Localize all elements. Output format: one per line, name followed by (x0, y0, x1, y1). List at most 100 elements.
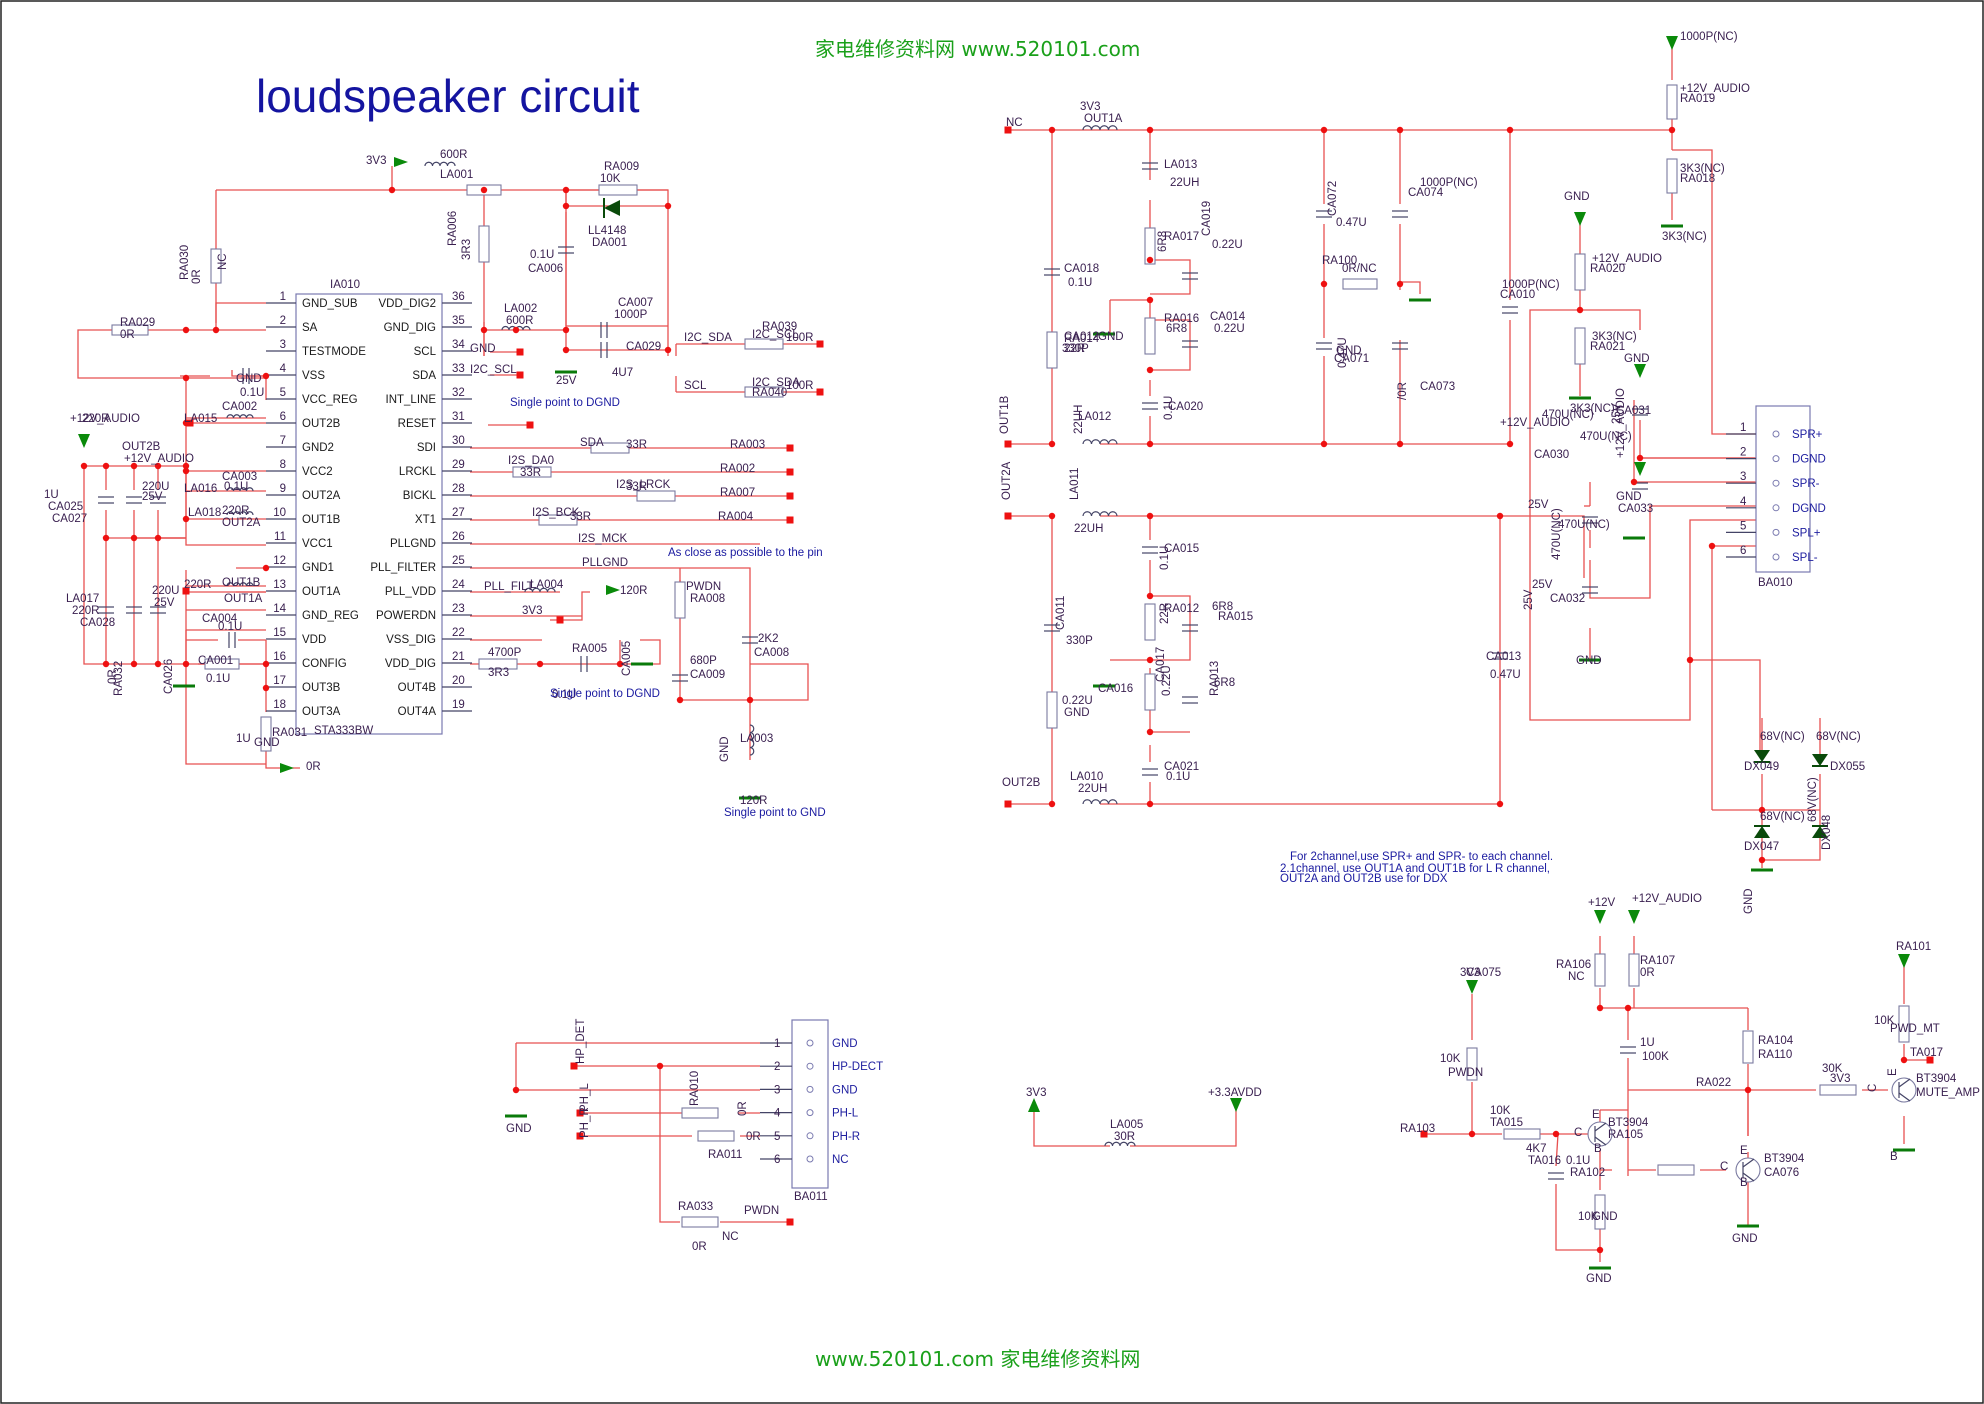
ic-pin-name: SA (302, 322, 318, 334)
port-terminal (1926, 1056, 1934, 1064)
resistor (1046, 331, 1058, 369)
component-label: 0.47U (1490, 669, 1521, 681)
resistor (512, 466, 552, 478)
wire (659, 1066, 680, 1223)
connector-contact (806, 1085, 814, 1093)
component-label: RA015 (1218, 611, 1253, 623)
component-label: 0.47U (1337, 337, 1349, 368)
component-label: 220R (72, 605, 100, 617)
junction-node (1146, 440, 1154, 448)
wire (1690, 659, 1761, 756)
junction-node (1320, 440, 1328, 448)
resistor (1657, 1164, 1695, 1176)
ic-pin-name: GND_REG (302, 610, 359, 622)
component-label: 1U (236, 733, 251, 745)
ic-pin-name: PLL_FILTER (370, 562, 436, 574)
annotation-note: Single point to GND (724, 807, 826, 819)
component-label: RA019 (1680, 93, 1715, 105)
component-label: 4700P (488, 647, 522, 659)
inductor (524, 587, 556, 593)
ic-part: STA333BW (314, 725, 373, 737)
component-label: 6R8 (1166, 323, 1187, 335)
component-label: +12V_AUDIO (1500, 417, 1570, 429)
junction-node (562, 346, 570, 354)
port-terminal (526, 421, 534, 429)
component-label: RA009 (604, 161, 639, 173)
component-label: CA003 (222, 471, 257, 483)
ic-pin-number: 26 (452, 531, 465, 543)
component-label: 3K3(NC) (1592, 331, 1637, 343)
connector-pin-name: HP-DECT (832, 1061, 883, 1073)
ic-pin-number: 19 (452, 699, 465, 711)
component-label: CA015 (1164, 543, 1199, 555)
component-label: CA071 (1334, 353, 1369, 365)
junction-node (1146, 296, 1154, 304)
junction-node (182, 374, 190, 382)
component-label: B (1740, 1177, 1748, 1189)
watermark-top: 家电维修资料网 www.520101.com (815, 37, 1140, 61)
component-label: 22UH (1073, 405, 1085, 434)
component-label: CA020 (1168, 401, 1203, 413)
component-label: RA005 (572, 643, 607, 655)
component-label: TA017 (1910, 1047, 1943, 1059)
component-label: 0.22U (1062, 695, 1093, 707)
labels: loudspeaker circuit 家电维修资料网 www.520101.co… (44, 31, 1980, 1371)
connector-contact (1772, 528, 1780, 536)
ic-pin-name: GND_DIG (384, 322, 436, 334)
resistor (478, 658, 518, 670)
component-label: 1U (44, 489, 59, 501)
port-terminal (576, 1132, 584, 1140)
connector-body (1755, 405, 1811, 573)
junction-node (1396, 280, 1404, 288)
ic-pin-number: 36 (452, 291, 465, 303)
port-terminal (1420, 1130, 1428, 1138)
port-terminal (786, 468, 794, 476)
component-label: 0R (107, 669, 119, 684)
component-label: HP_DET (575, 1019, 587, 1064)
wire (185, 630, 266, 765)
component-label: 3K3(NC) (1570, 403, 1615, 415)
junction-node (1630, 478, 1638, 486)
ic-pin-number: 10 (273, 507, 286, 519)
ic-pin-number: 11 (274, 531, 286, 543)
ic-pin-name: GND2 (302, 442, 334, 454)
component-label: 4U7 (612, 367, 633, 379)
connector-contact (806, 1132, 814, 1140)
component-label: RA039 (762, 321, 797, 333)
component-label: LA004 (530, 579, 564, 591)
resistor (1574, 253, 1586, 291)
junction-node (182, 467, 190, 475)
inductor (424, 161, 456, 167)
junction-node (1596, 1004, 1604, 1012)
component-label: CA018 (1064, 263, 1099, 275)
power-arrow-icon (1230, 1098, 1242, 1112)
junction-node (130, 534, 138, 542)
component-label: PH_R (579, 1107, 591, 1138)
component-label: RA106 (1556, 959, 1591, 971)
component-label: 33R (520, 467, 541, 479)
component-label: LA012 (1078, 411, 1111, 423)
component-label: CA001 (198, 655, 233, 667)
ic-pin-name: SDI (417, 442, 436, 454)
component-label: GND (470, 343, 496, 355)
power-arrow-icon (1634, 462, 1646, 476)
power-arrow-icon (1628, 910, 1640, 924)
port-terminal (1004, 126, 1012, 134)
ic-pin-name: VSS_DIG (386, 634, 436, 646)
page-title: loudspeaker circuit (256, 70, 640, 122)
component-label: OUT1B (222, 577, 261, 589)
junction-node (262, 372, 270, 380)
component-label: 600R (440, 149, 468, 161)
component-label: 22R (1159, 603, 1171, 624)
component-label: I2S_MCK (578, 533, 628, 545)
component-label: 4K7 (1526, 1143, 1546, 1155)
transistor-icon (1891, 1077, 1917, 1103)
connector-pin-name: SPL+ (1792, 527, 1821, 539)
component-label: GND (236, 373, 262, 385)
ic-ref: IA010 (330, 279, 360, 291)
junction-node (1320, 126, 1328, 134)
junction-node (262, 660, 270, 668)
component-label: CA028 (80, 617, 115, 629)
component-label: RA012 (1164, 603, 1199, 615)
connector-pin-number: 6 (774, 1154, 780, 1166)
